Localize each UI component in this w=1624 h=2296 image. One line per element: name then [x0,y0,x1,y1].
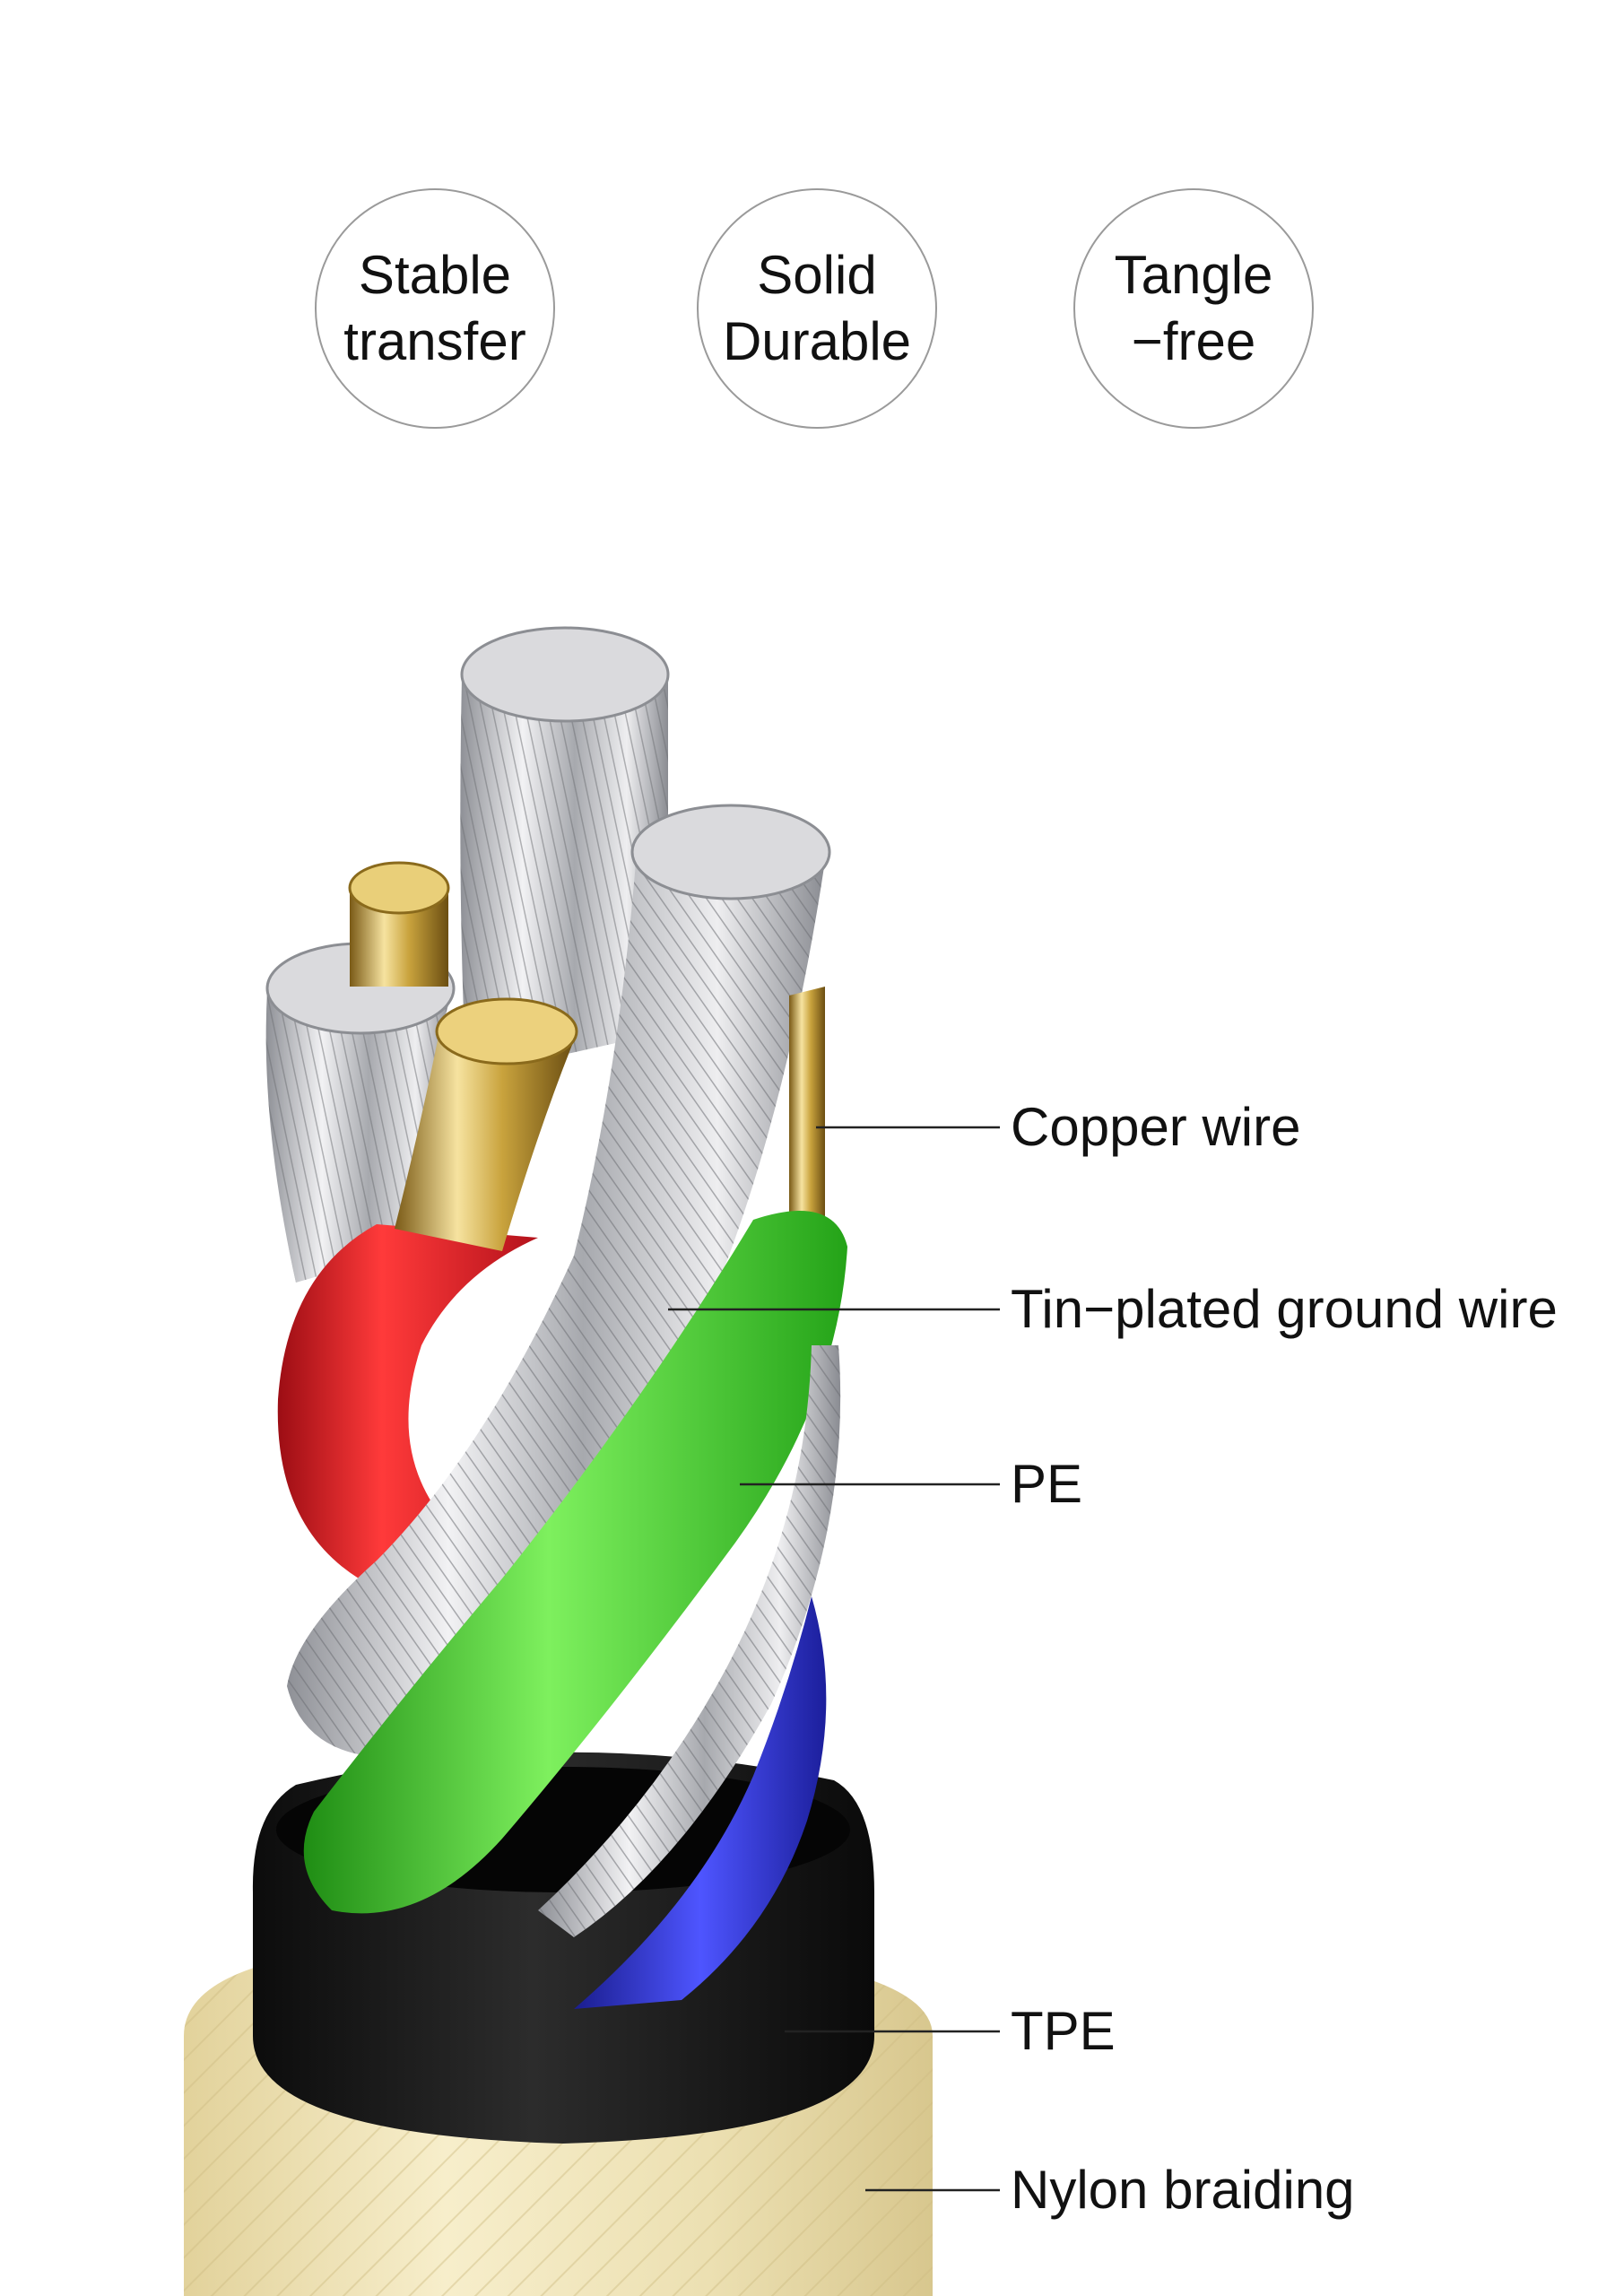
badge-solid-durable: Solid Durable [697,188,937,429]
callout-tpe: TPE [1011,2001,1116,2061]
red-insulated-core [277,1224,538,1578]
badge-line: Solid [757,245,877,305]
copper-conductor-right [789,987,825,1233]
copper-conductor-front [395,997,578,1251]
tin-plated-ground-wire [287,804,831,1758]
badge-line: −free [1131,311,1256,371]
badge-line: Durable [722,311,912,371]
callout-copper-wire: Copper wire [1011,1097,1301,1157]
green-insulated-core [303,1211,847,1914]
tin-plated-strand-bundle-right [538,1345,841,1937]
copper-conductor-back [348,861,450,987]
badge-line: Stable [358,245,512,305]
badge-line: transfer [343,311,526,371]
callout-leader-lines [668,1126,1000,2192]
blue-insulated-core [574,1596,827,2009]
badge-line: Tangle [1114,245,1273,305]
badge-stable-transfer: Stable transfer [315,188,555,429]
callout-tin-plated-ground-wire: Tin−plated ground wire [1011,1279,1558,1339]
tin-plated-strand-bundle-back [460,626,670,1076]
badge-tangle-free: Tangle −free [1073,188,1314,429]
callout-nylon-braiding: Nylon braiding [1011,2160,1355,2220]
callout-pe: PE [1011,1454,1083,1514]
